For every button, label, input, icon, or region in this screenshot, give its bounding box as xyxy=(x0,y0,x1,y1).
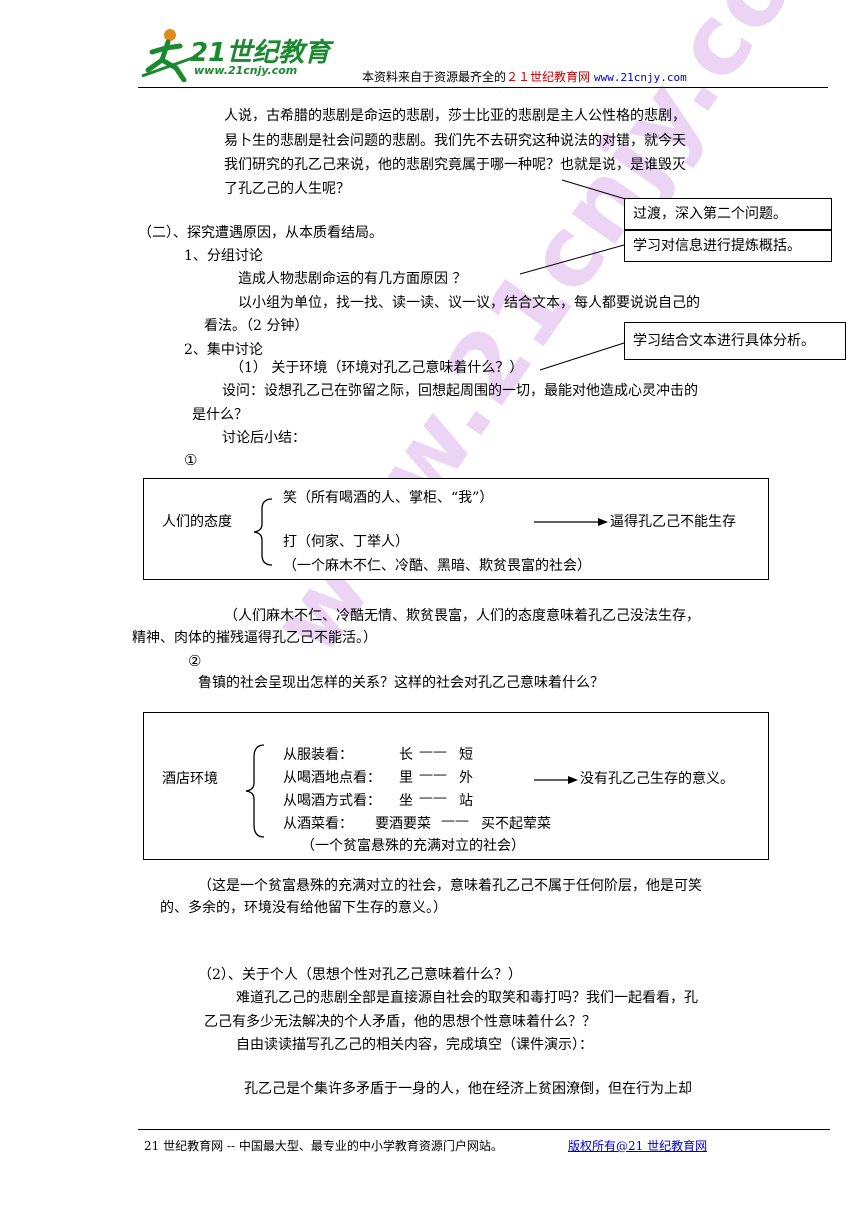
diagram-tavern-result: 没有孔乙己生存的意义。 xyxy=(580,771,734,787)
header-source-prefix: 本资料来自于资源最齐全的 xyxy=(362,70,507,84)
circle-number-2: ② xyxy=(188,652,202,670)
person-fill-in: 孔乙己是个集许多矛盾于一身的人，他在经济上贫困潦倒，但在行为上却 xyxy=(244,1081,692,1097)
diagram-attitude-item-laugh: 笑（所有喝酒的人、掌柜、“我”） xyxy=(283,490,494,506)
environment-title: （1） 关于环境（环境对孔乙己意味着什么？） xyxy=(230,360,524,376)
header-source-url[interactable]: www.21cnjy.com xyxy=(594,71,687,84)
tavern-comment-1: （这是一个贫富悬殊的充满对立的社会，意味着孔乙己不属于任何阶层，他是可笑 xyxy=(198,878,702,894)
group-question: 造成人物悲剧命运的有几方面原因 ？ xyxy=(238,271,467,287)
tavern-side-b: 短 xyxy=(459,747,473,763)
tavern-side-a: 要酒要菜 xyxy=(375,816,431,832)
tavern-dash: —— xyxy=(419,790,447,806)
group-instruction-2: 看法。（2 分钟） xyxy=(204,318,309,334)
tavern-side-a: 长 xyxy=(399,747,413,763)
group-instruction-1: 以小组为单位，找一找、读一读、议一议，结合文本，每人都要说说自己的 xyxy=(238,295,700,311)
intro-line-2: 易卜生的悲剧是社会问题的悲剧。我们先不去研究这种说法的对错，就今天 xyxy=(224,133,686,149)
arrow-right-icon xyxy=(534,518,608,526)
environment-comment-2: 精神、肉体的摧残逼得孔乙己不能活。） xyxy=(132,630,377,646)
tavern-aspect: 从服装看： xyxy=(283,747,353,763)
footer-rule xyxy=(138,1129,830,1130)
footer-left: 21 世纪教育网 -- 中国最大型、最专业的中小学教育资源门户网站。 xyxy=(144,1139,503,1153)
logo[interactable]: 21世纪教育 www.21cnjy.com xyxy=(140,26,340,82)
environment-question-1: 设问：设想孔乙己在弥留之际，回想起周围的一切，最能对他造成心灵冲击的 xyxy=(222,383,698,399)
person-title: （2）、关于个人（思想个性对孔乙己意味着什么？） xyxy=(198,967,522,983)
section2-title: （二）、探究遭遇原因，从本质看结局。 xyxy=(138,225,383,241)
tavern-comment-2: 的、多余的，环境没有给他留下生存的意义。） xyxy=(160,900,447,916)
summary-label: 讨论后小结： xyxy=(222,430,306,446)
margin-note-summarize: 学习对信息进行提炼概括。 xyxy=(624,230,832,262)
diagram-attitude-item-beat: 打（何家、丁举人） xyxy=(283,534,409,550)
focus-discussion-title: 2、集中讨论 xyxy=(184,342,263,358)
tavern-side-b: 外 xyxy=(459,770,473,786)
tavern-aspect: 从喝酒地点看： xyxy=(283,770,381,786)
diagram-tavern-label: 酒店环境 xyxy=(162,771,218,787)
tavern-side-a: 里 xyxy=(399,770,413,786)
tavern-dash: —— xyxy=(419,744,447,760)
intro-line-1: 人说，古希腊的悲剧是命运的悲剧，莎士比亚的悲剧是主人公性格的悲剧， xyxy=(224,108,686,124)
group-discussion-title: 1、分组讨论 xyxy=(184,248,263,264)
intro-line-4: 了孔乙己的人生呢？ xyxy=(224,181,350,197)
tavern-dash: —— xyxy=(441,813,469,829)
logo-text: 21世纪教育 xyxy=(190,38,331,68)
intro-line-3: 我们研究的孔乙己来说，他的悲剧究竟属于哪一种呢？也就是说，是谁毁灭 xyxy=(224,157,686,173)
margin-note-analyze: 学习结合文本进行具体分析。 xyxy=(624,322,846,360)
runner-icon xyxy=(141,29,199,82)
person-instruction: 自由读读描写孔乙己的相关内容，完成填空（课件演示）： xyxy=(236,1037,593,1053)
circle-number-1: ① xyxy=(184,451,198,469)
header-source-site[interactable]: ２１世纪教育网 xyxy=(506,70,591,84)
tavern-side-a: 坐 xyxy=(399,793,413,809)
diagram-attitude-result: 逼得孔乙己不能生存 xyxy=(610,514,736,530)
diagram-attitude-label: 人们的态度 xyxy=(162,514,232,530)
logo-url: www.21cnjy.com xyxy=(194,64,298,77)
header-rule xyxy=(138,87,828,88)
footer-copyright-link[interactable]: 版权所有@21 世纪教育网 xyxy=(568,1139,708,1153)
tavern-aspect: 从喝酒方式看： xyxy=(283,793,381,809)
tavern-aspect: 从酒菜看： xyxy=(283,816,353,832)
diagram-attitude-note: （一个麻木不仁、冷酷、黑暗、欺贫畏富的社会） xyxy=(283,558,591,574)
person-question-1: 难道孔乙己的悲剧全部是直接源自社会的取笑和毒打吗？我们一起看看，孔 xyxy=(236,990,698,1006)
person-question-2: 乙己有多少无法解决的个人矛盾，他的思想个性意味着什么？？ xyxy=(204,1014,596,1030)
tavern-side-b: 买不起荤菜 xyxy=(481,816,551,832)
diagram-tavern: 酒店环境 从服装看： 长 —— 短 从喝酒地点看： 里 —— 外 从喝酒方式看：… xyxy=(143,712,769,860)
diagram-attitude: 人们的态度 笑（所有喝酒的人、掌柜、“我”） 打（何家、丁举人） （一个麻木不仁… xyxy=(143,478,769,580)
margin-note-transition: 过渡，深入第二个问题。 xyxy=(624,198,832,230)
diagram-tavern-note: （一个贫富悬殊的充满对立的社会） xyxy=(301,838,525,854)
environment-question-2: 是什么？ xyxy=(192,407,248,423)
tavern-dash: —— xyxy=(419,767,447,783)
society-question: 鲁镇的社会呈现出怎样的关系？这样的社会对孔乙己意味着什么？ xyxy=(198,675,604,691)
tavern-side-b: 站 xyxy=(459,793,473,809)
arrow-right-icon xyxy=(534,776,578,784)
left-brace-icon xyxy=(245,744,265,838)
environment-comment-1: （人们麻木不仁、冷酷无情、欺贫畏富，人们的态度意味着孔乙己没法生存， xyxy=(224,608,700,624)
left-brace-icon xyxy=(253,498,273,566)
